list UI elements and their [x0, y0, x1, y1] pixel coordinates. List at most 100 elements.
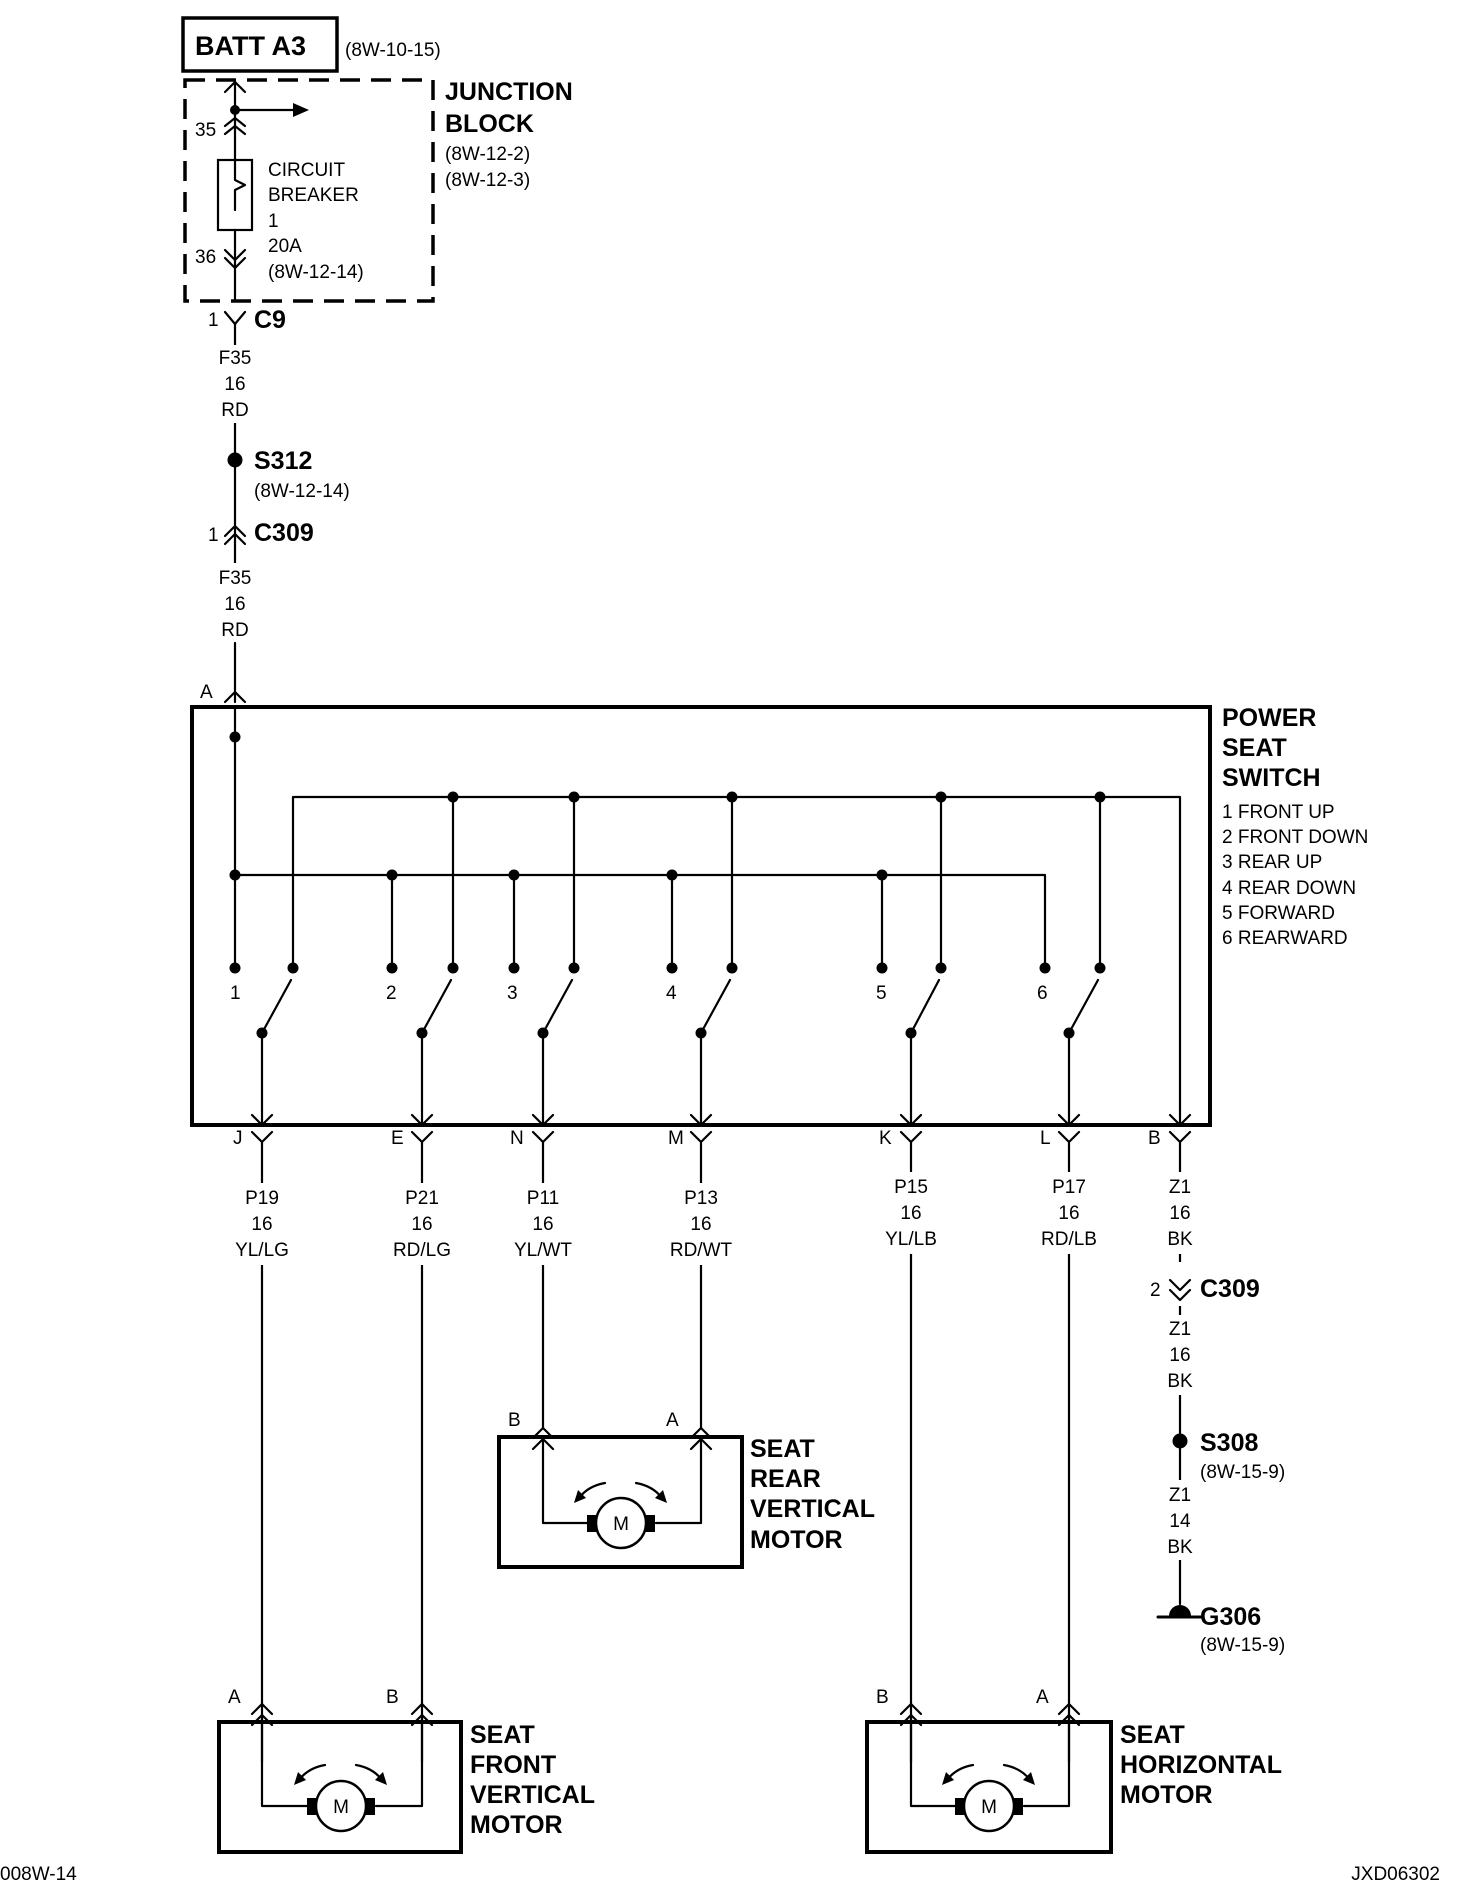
ground-bus-dot-2: [447, 791, 459, 803]
c9-pin: 1: [208, 310, 219, 331]
wire-p21-color: RD/LG: [393, 1240, 451, 1261]
junction-block-ref-2: (8W-12-3): [445, 170, 530, 191]
motor-horizontal-symbol: M: [981, 1797, 997, 1818]
motor-front-title-1: SEAT: [470, 1721, 535, 1749]
output-pin-j: J: [233, 1128, 243, 1149]
power-seat-switch-title-3: SWITCH: [1222, 764, 1321, 792]
ground-bus-dot-5: [935, 791, 947, 803]
ground-bus-dot-3: [568, 791, 580, 803]
wire-p13-gauge: 16: [690, 1214, 711, 1235]
wire-p11-color: YL/WT: [514, 1240, 572, 1261]
motor-front-rotation-arrows: [297, 1763, 384, 1782]
switch-legend-2: 2 FRONT DOWN: [1222, 827, 1368, 848]
motor-horizontal-title-3: MOTOR: [1120, 1781, 1213, 1809]
wire-z1-mid-gauge: 16: [1169, 1345, 1190, 1366]
output-pin-b: B: [1148, 1128, 1161, 1149]
wire-p15-gauge: 16: [900, 1203, 921, 1224]
s312-splice-dot: [227, 452, 243, 468]
switch-legend-5: 5 FORWARD: [1222, 903, 1335, 924]
motor-horizontal-brush-right: [1013, 1798, 1023, 1815]
junction-block-title-1: JUNCTION: [445, 78, 573, 106]
wire-z1-low-circuit: Z1: [1169, 1485, 1191, 1506]
wire-p21-gauge: 16: [411, 1214, 432, 1235]
wire-z1-top-circuit: Z1: [1169, 1177, 1191, 1198]
power-bus-dot-a: [229, 731, 241, 743]
motor-rear-title-2: REAR: [750, 1465, 821, 1493]
motor-rear-icon: [594, 1496, 648, 1550]
footer-figure-id: JXD06302: [1351, 1864, 1440, 1885]
pin-35-label: 35: [195, 120, 216, 141]
junction-branch-arrowhead: [293, 103, 309, 117]
wire-p19-color: YL/LG: [235, 1240, 289, 1261]
c309-bottom-connector: [1168, 1278, 1192, 1302]
wire-f35-upper-color: RD: [221, 400, 248, 421]
c9-label: C9: [254, 306, 286, 334]
ground-symbol-icon: [1156, 1605, 1204, 1619]
switch-position-5: 5: [876, 983, 887, 1004]
output-pin-l: L: [1040, 1128, 1051, 1149]
output-pin-k: K: [879, 1128, 892, 1149]
power-bus-dot-4: [666, 869, 678, 881]
switch-position-4: 4: [666, 983, 677, 1004]
motor-rear-title-3: VERTICAL: [750, 1495, 875, 1523]
breaker-label-4: 20A: [268, 236, 302, 257]
motor-rear-rotation-arrows: [577, 1481, 664, 1500]
wire-z1-low-color: BK: [1167, 1537, 1193, 1558]
output-pin-e: E: [391, 1128, 404, 1149]
switch-position-6: 6: [1037, 983, 1048, 1004]
switch-position-1: 1: [230, 983, 241, 1004]
motor-front-pin-a: A: [228, 1687, 241, 1708]
wire-f35-upper-gauge: 16: [224, 374, 245, 395]
batt-a3-box: [181, 16, 339, 73]
c309-top-connector: [223, 524, 247, 546]
pin-36-label: 36: [195, 247, 216, 268]
motor-horizontal-box: [865, 1720, 1113, 1854]
switch-legend-4: 4 REAR DOWN: [1222, 878, 1356, 899]
wire-p17-gauge: 16: [1058, 1203, 1079, 1224]
breaker-label-3: 1: [268, 211, 279, 232]
motor-front-symbol: M: [333, 1797, 349, 1818]
motor-rear-brush-left: [587, 1515, 597, 1532]
motor-front-brush-left: [307, 1798, 317, 1815]
wire-p17-circuit: P17: [1052, 1177, 1086, 1198]
motor-front-box: [217, 1720, 463, 1854]
motor-front-arrowhead-right: [375, 1772, 387, 1785]
power-bus-dot-1: [229, 869, 241, 881]
wire-p13-color: RD/WT: [670, 1240, 733, 1261]
motor-horizontal-arrowhead-left: [942, 1772, 954, 1785]
s308-label: S308: [1200, 1429, 1258, 1457]
junction-block-title-2: BLOCK: [445, 110, 534, 138]
motor-rear-wiring: [541, 1437, 703, 1525]
switch-contacts: [229, 962, 1106, 974]
switch-ground-bus: [291, 795, 1182, 1127]
motor-rear-title-4: MOTOR: [750, 1526, 843, 1554]
batt-a3-label: BATT A3: [195, 31, 306, 61]
switch-position-2: 2: [386, 983, 397, 1004]
motor-front-icon: [314, 1779, 368, 1833]
ground-bus-dot-4: [726, 791, 738, 803]
motor-rear-arrowhead-right: [655, 1490, 667, 1503]
c309-bottom-label: C309: [1200, 1275, 1260, 1303]
wire-f35-lower-gauge: 16: [224, 594, 245, 615]
power-bus-dot-3: [508, 869, 520, 881]
motor-horizontal-pin-a: A: [1036, 1687, 1049, 1708]
breaker-label-1: CIRCUIT: [268, 160, 345, 181]
motor-rear-brush-right: [645, 1515, 655, 1532]
wire-p17-color: RD/LB: [1041, 1229, 1097, 1250]
g306-ref: (8W-15-9): [1200, 1635, 1285, 1656]
switch-pin-a-connector: [223, 690, 247, 704]
wire-p15-color: YL/LB: [885, 1229, 937, 1250]
power-seat-switch-title-2: SEAT: [1222, 734, 1287, 762]
motor-horizontal-wiring: [909, 1713, 1071, 1808]
s312-label: S312: [254, 447, 312, 475]
motor-front-title-2: FRONT: [470, 1751, 556, 1779]
motor-horizontal-rotation-arrows: [945, 1763, 1032, 1782]
power-bus-dot-2: [386, 869, 398, 881]
wire-z1-top-gauge: 16: [1169, 1203, 1190, 1224]
wire-p21-circuit: P21: [405, 1188, 439, 1209]
breaker-label-5: (8W-12-14): [268, 262, 364, 283]
wire-z1-mid-circuit: Z1: [1169, 1319, 1191, 1340]
switch-power-bus: [233, 705, 1047, 970]
batt-a3-ref: (8W-10-15): [345, 40, 441, 61]
c309-bottom-pin: 2: [1150, 1280, 1161, 1301]
